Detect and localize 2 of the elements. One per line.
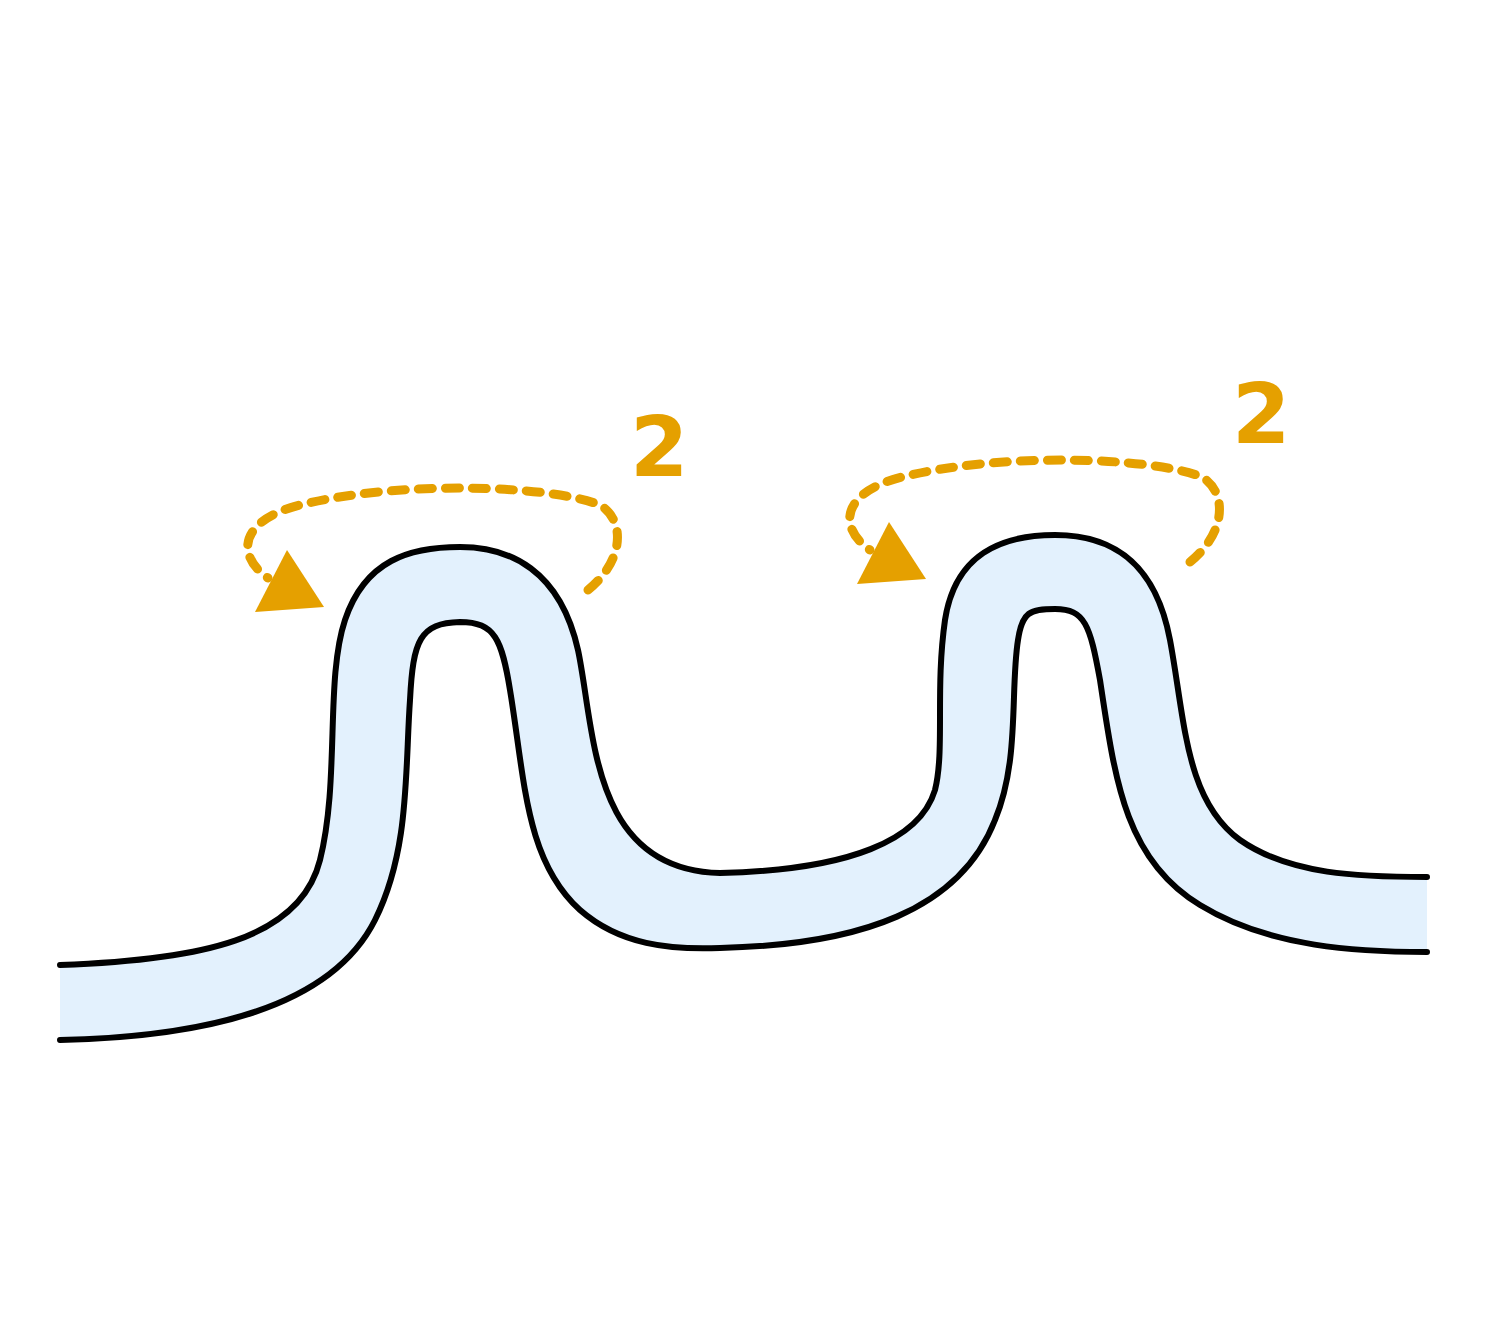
step-number: 2 <box>630 405 689 489</box>
step-number: 2 <box>1232 372 1291 456</box>
